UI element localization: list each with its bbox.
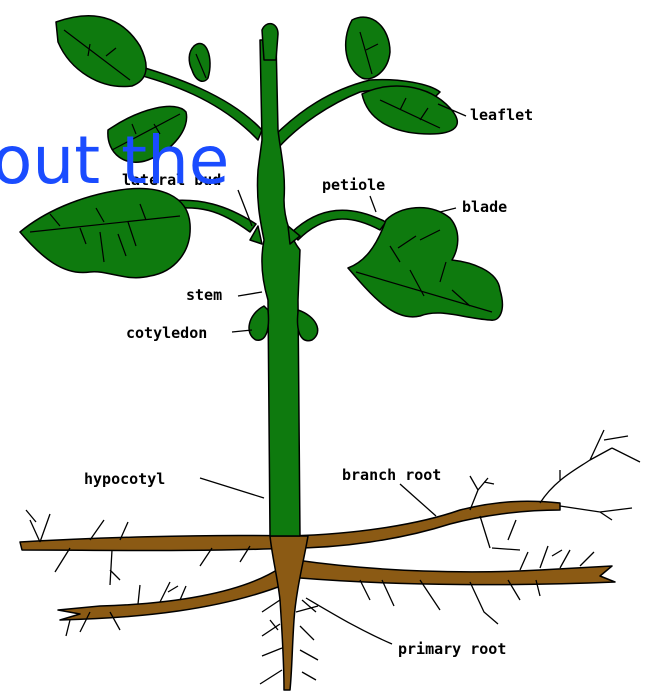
label-stem: stem [186,286,222,304]
label-blade: blade [462,198,507,216]
root-system [20,501,615,690]
primary-root [270,536,308,690]
label-cotyledon: cotyledon [126,324,207,342]
leader-blade [440,208,456,212]
stem [257,40,300,536]
label-primary-root: primary root [398,640,506,658]
terminal-bud [262,24,278,60]
blade-left [20,188,190,277]
upper-right-branch-root [290,501,560,548]
shoot [20,16,502,536]
lower-right-branch-root [296,560,615,585]
leader-primary-root [306,598,392,644]
leaf-top-right [346,17,390,79]
cotyledon-right [298,310,318,341]
leaf-top-left [56,16,146,87]
label-hypocotyl: hypocotyl [84,470,165,488]
label-leaflet: leaflet [470,106,533,124]
label-petiole: petiole [322,176,385,194]
root-hairs [26,430,640,684]
right-middle-branch [292,210,386,240]
lower-left-branch-root [58,568,286,620]
leader-hypocotyl [200,478,264,498]
leader-stem [238,292,262,296]
leader-branch-root [400,484,436,516]
left-branch-root [20,535,292,550]
overlay-caption: out the [0,128,229,194]
leader-petiole [370,196,376,212]
leaf-right-leaflet [362,86,457,134]
cotyledon-left [249,306,268,340]
label-branch-root: branch root [342,466,441,484]
